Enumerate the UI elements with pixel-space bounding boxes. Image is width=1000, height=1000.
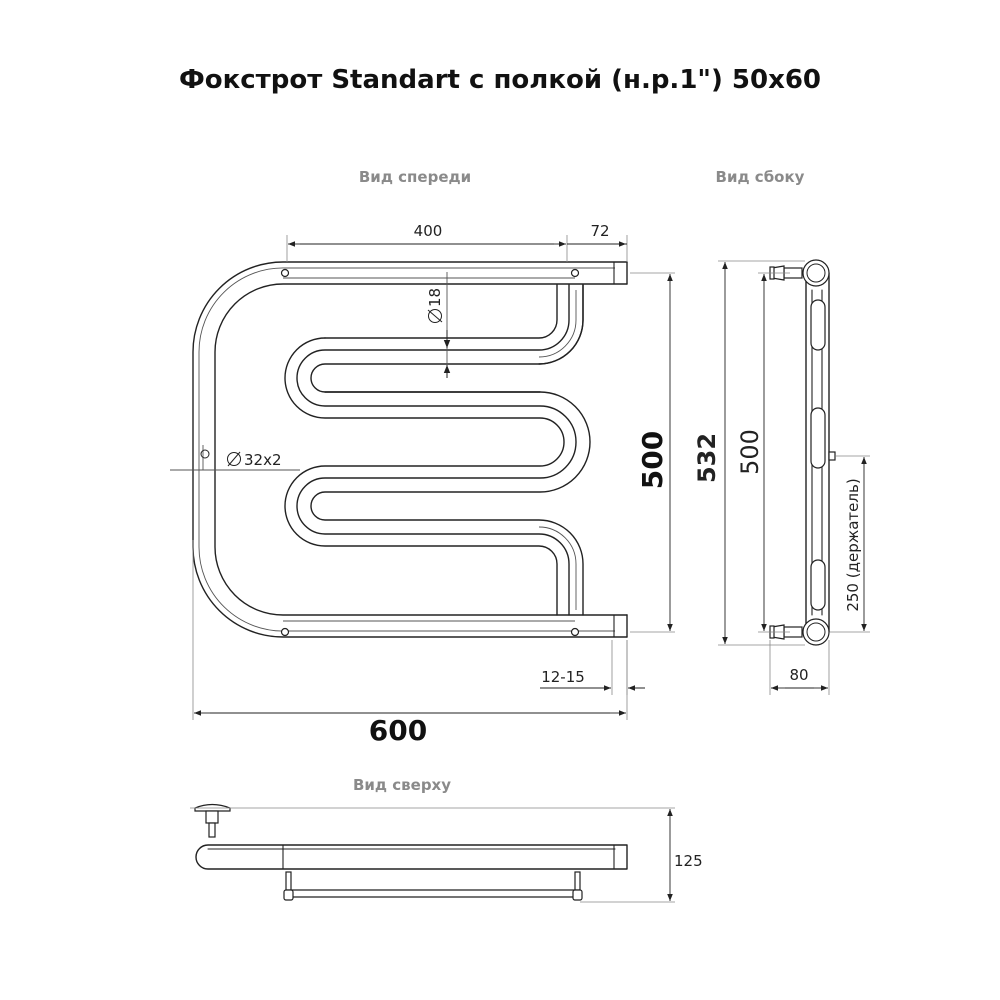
- weld-point: [570, 627, 580, 637]
- holder-stub: [828, 451, 836, 461]
- top-view-label: Вид сверху: [353, 776, 451, 794]
- shelf-support-left: [283, 871, 294, 901]
- height-532-label: 532: [693, 433, 721, 483]
- shelf-length-label: 400: [414, 222, 443, 240]
- side-view-label: Вид сбоку: [716, 168, 805, 186]
- height-dimension: 500: [630, 272, 675, 633]
- side-view: 532 500 250 (держатель) 80: [693, 259, 870, 695]
- front-view-label: Вид спереди: [359, 168, 471, 186]
- page-title: Фокстрот Standart с полкой (н.р.1") 50x6…: [179, 65, 821, 95]
- weld-point: [280, 268, 290, 278]
- front-view: 32x2 18 400 72: [170, 222, 675, 747]
- frame-tube: [192, 261, 628, 638]
- gap-label: 12-15: [541, 668, 585, 686]
- top-depth-label: 125: [674, 852, 703, 870]
- coil-diameter-callout: 18: [426, 272, 451, 378]
- serpentine-coil: [284, 284, 591, 616]
- frame-diameter-callout: 32x2: [170, 445, 300, 471]
- main-tube: [195, 844, 628, 870]
- diameter-icon: [428, 309, 442, 323]
- shelf-support-right: [572, 871, 583, 901]
- width-label: 600: [369, 714, 427, 747]
- depth-label: 80: [789, 666, 808, 684]
- wall-mount-icon: [194, 803, 231, 838]
- gap-dimension: 12-15: [540, 640, 645, 695]
- coil-pipe-label: 18: [426, 288, 444, 307]
- top-view: 125: [190, 803, 703, 903]
- shelf-offset-label: 72: [590, 222, 609, 240]
- side-500-label: 500: [736, 429, 764, 475]
- weld-point: [570, 268, 580, 278]
- height-500-label: 500: [636, 431, 669, 489]
- frame-pipe-label: 32x2: [244, 451, 282, 469]
- width-dimension: 600: [192, 540, 628, 747]
- holder-250-label: 250 (держатель): [844, 478, 862, 611]
- diameter-icon: [227, 452, 241, 466]
- weld-point: [280, 627, 290, 637]
- shelf-bar: [286, 889, 578, 898]
- top-dimension: 400 72: [286, 222, 628, 262]
